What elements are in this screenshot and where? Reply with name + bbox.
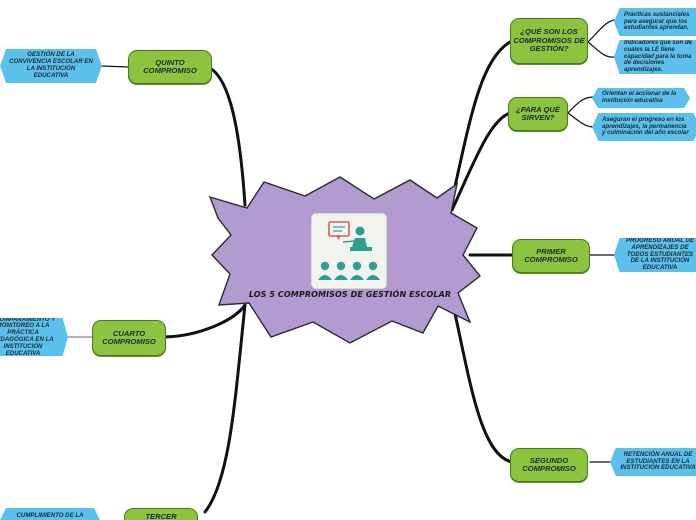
topic-segundo-compromiso[interactable]: SEGUNDO COMPROMISO (510, 448, 588, 482)
topic-primer-compromiso[interactable]: PRIMER COMPROMISO (512, 239, 590, 273)
presentation-teacher-audience-icon (312, 214, 386, 288)
topic-quinto-compromiso[interactable]: QUINTO COMPROMISO (128, 50, 212, 84)
leaf-cuarto-compromiso[interactable]: ACOMPAÑAMIENTO Y MONITOREO A LA PRÁCTICA… (0, 318, 68, 356)
leaf-que-son-2[interactable]: Indicadores que son de cuales la I.E tie… (614, 40, 696, 74)
branch-tercero (203, 303, 247, 514)
central-title[interactable]: LOS 5 COMPROMISOS DE GESTIÓN ESCOLAR (248, 290, 452, 299)
branch-quinto (208, 66, 247, 207)
leaf-link-para-que-2 (567, 112, 595, 128)
leaf-quinto-compromiso[interactable]: GESTIÓN DE LA CONVIVENCIA ESCOLAR EN LA … (0, 49, 102, 83)
leaf-segundo-compromiso[interactable]: RETENCIÓN ANUAL DE ESTUDIANTES EN LA INS… (610, 448, 696, 476)
leaf-que-son-1[interactable]: Prácticas sustanciales para asegurar que… (614, 8, 696, 36)
branch-cuarto (163, 303, 247, 339)
leaf-para-que-2[interactable]: Aseguran el progreso en los aprendizajes… (592, 113, 696, 141)
topic-para-que[interactable]: ¿PARA QUÉ SIRVEN? (508, 97, 568, 131)
branch-que-son (450, 40, 512, 202)
topic-cuarto-compromiso[interactable]: CUARTO COMPROMISO (92, 320, 166, 356)
leaf-primer-compromiso[interactable]: PROGRESO ANUAL DE APRENDIZAJES DE TODOS … (614, 238, 696, 272)
branch-para-que (450, 111, 512, 212)
leaf-tercer-compromiso[interactable]: CUMPLIMIENTO DE LA (0, 508, 100, 520)
leaf-link-que-son-2 (587, 41, 615, 58)
leaf-link-para-que-1 (567, 96, 595, 114)
topic-que-son[interactable]: ¿QUÉ SON LOS COMPROMISOS DE GESTIÓN? (510, 18, 588, 64)
topic-tercer-compromiso[interactable]: TERCER (124, 508, 198, 520)
leaf-link-que-son-1 (587, 19, 615, 43)
branch-segundo (450, 298, 514, 464)
leaf-para-que-1[interactable]: Orientan el accionar de la institución e… (592, 88, 690, 108)
leaf-link-quinto-1 (101, 65, 129, 68)
